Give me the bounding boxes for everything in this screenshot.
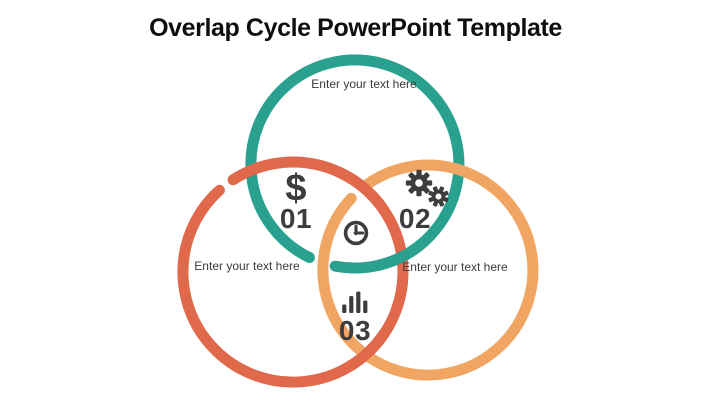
coral-ring-over-orange-patch-upper <box>335 166 387 211</box>
gears-icon <box>405 169 449 207</box>
placeholder-text-bottom-right: Enter your text here <box>402 260 508 274</box>
bar-chart-icon <box>342 291 368 313</box>
teal-ring-over-coral-patch <box>375 237 429 272</box>
orange-ring <box>317 159 539 381</box>
clock-icon <box>343 220 369 246</box>
step-number-2: 02 <box>398 203 432 234</box>
teal-ring <box>245 54 465 274</box>
placeholder-text-top: Enter your text here <box>311 77 417 91</box>
step-number-3: 03 <box>338 315 372 346</box>
coral-ring-over-orange-patch-lower <box>341 333 387 374</box>
placeholder-text-bottom-left: Enter your text here <box>194 259 300 273</box>
dollar-icon: $ <box>285 167 307 210</box>
slide-title: Overlap Cycle PowerPoint Template <box>149 14 562 42</box>
step-number-1: 01 <box>279 203 313 234</box>
